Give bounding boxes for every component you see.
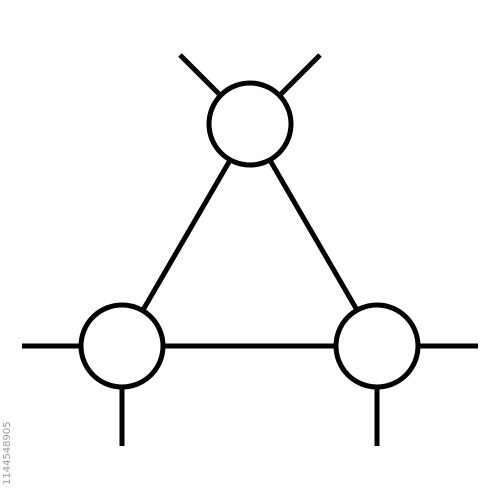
top-node-left-spoke <box>178 53 224 99</box>
top-node <box>206 80 294 168</box>
watermark-id-text: 1144548905 <box>2 421 13 485</box>
top-node-right-spoke <box>276 53 322 99</box>
edge-top-left <box>140 160 232 312</box>
right-node <box>333 302 421 390</box>
edge-top-right <box>268 160 360 312</box>
left-node <box>78 302 166 390</box>
